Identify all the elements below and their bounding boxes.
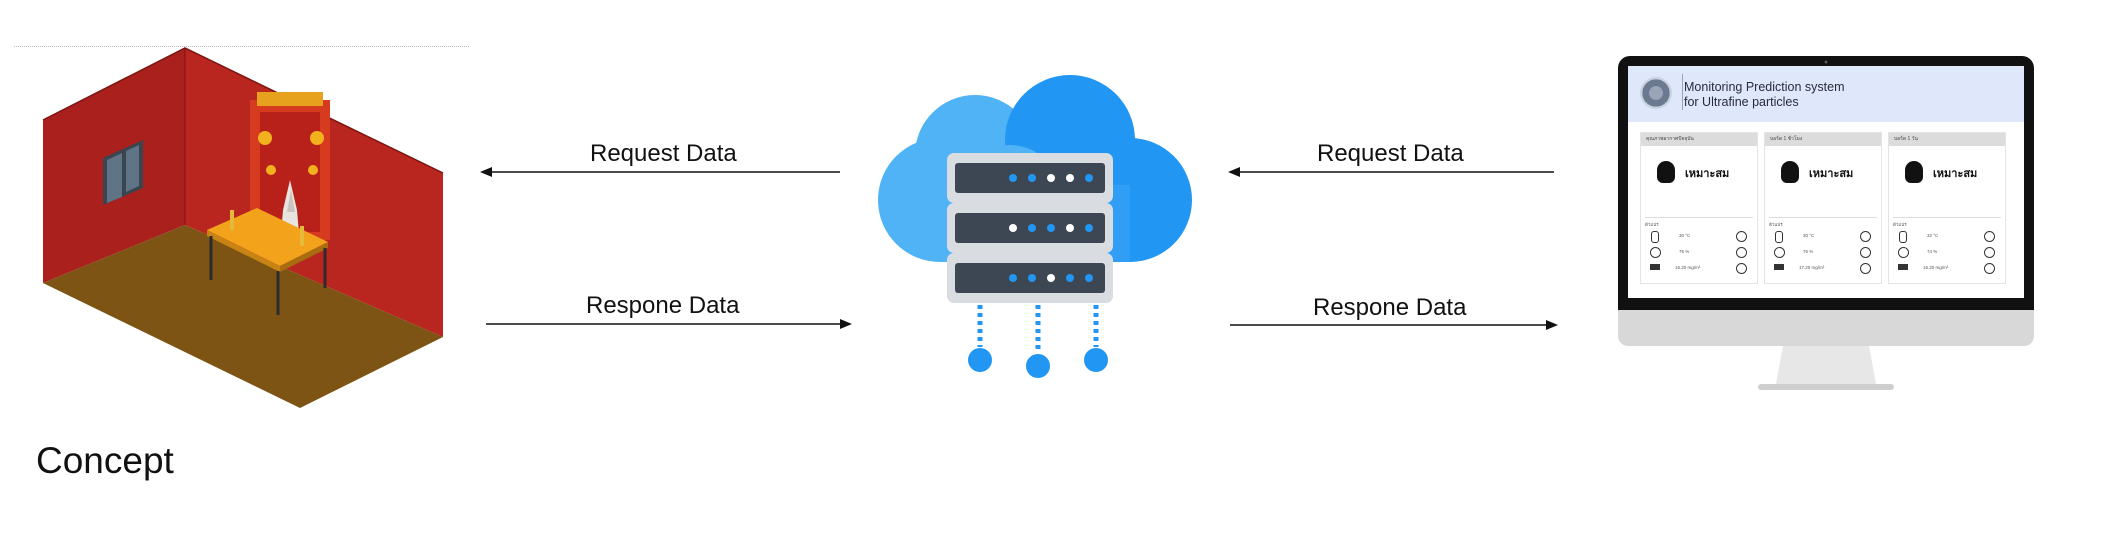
status-label: เหมาะสม xyxy=(1685,168,1730,180)
concept-caption: Concept xyxy=(36,440,174,481)
window xyxy=(103,140,143,205)
dashboard-title: Monitoring Prediction system for Ultrafi… xyxy=(1684,80,1845,109)
dashboard-cards: คุณภาพอากาศปัจจุบัน เหมาะสม ตัวแปร 30 °C… xyxy=(1640,132,2014,284)
pm-value: 16.20 mg/m³ xyxy=(1675,265,1701,270)
shrine-room-illustration xyxy=(42,47,444,408)
pm-value: 16.20 mg/m³ xyxy=(1923,265,1949,270)
cloud-server-icon xyxy=(878,75,1192,378)
metric-header: ตัวแปร xyxy=(1645,222,1659,227)
temp-value: 30 °C xyxy=(1803,233,1815,238)
right-response-label: Respone Data xyxy=(1313,294,1467,321)
left-arrows xyxy=(480,167,852,329)
guide-line xyxy=(14,46,469,47)
pm-icon xyxy=(1898,264,1908,270)
card-header: บอร์ด 1 วัน xyxy=(1889,133,2005,146)
humidity-icon xyxy=(1650,247,1661,258)
card-current: คุณภาพอากาศปัจจุบัน เหมาะสม ตัวแปร 30 °C… xyxy=(1640,132,1758,284)
card-header: บอร์ด 1 ชั่วโมง xyxy=(1765,133,1881,146)
thermometer-icon xyxy=(1651,231,1659,243)
right-request-label: Request Data xyxy=(1317,140,1464,167)
face-mask-icon xyxy=(1781,161,1799,183)
server-rack xyxy=(947,153,1113,303)
face-mask-icon xyxy=(1657,161,1675,183)
header-divider xyxy=(1682,74,1683,110)
metric-header: ตัวแปร xyxy=(1769,222,1783,227)
humidity-value: 75 % xyxy=(1679,249,1690,254)
desktop-monitor xyxy=(1618,56,2034,390)
temp-value: 30 °C xyxy=(1679,233,1691,238)
card-1-hour: บอร์ด 1 ชั่วโมง เหมาะสม ตัวแปร 30 °C 76 … xyxy=(1764,132,1882,284)
shrine-decoration xyxy=(250,92,330,245)
thermometer-icon xyxy=(1775,231,1783,243)
pm-icon xyxy=(1774,264,1784,270)
floor xyxy=(43,225,443,408)
pm-icon xyxy=(1650,264,1660,270)
humidity-icon xyxy=(1898,247,1909,258)
card-1-day: บอร์ด 1 วัน เหมาะสม ตัวแปร 32 °C 74 % 16… xyxy=(1888,132,2006,284)
left-request-label: Request Data xyxy=(590,140,737,167)
card-header: คุณภาพอากาศปัจจุบัน xyxy=(1641,133,1757,146)
metric-header: ตัวแปร xyxy=(1893,222,1907,227)
temp-value: 32 °C xyxy=(1927,233,1939,238)
humidity-value: 76 % xyxy=(1803,249,1814,254)
humidity-value: 74 % xyxy=(1927,249,1938,254)
network-connectors xyxy=(968,305,1108,378)
pm-value: 17.20 mg/m³ xyxy=(1799,265,1825,270)
right-arrows xyxy=(1228,167,1558,330)
thermometer-icon xyxy=(1899,231,1907,243)
altar-table xyxy=(207,208,328,315)
status-label: เหมาะสม xyxy=(1933,168,1978,180)
logo-icon xyxy=(1640,77,1672,109)
dashboard-header xyxy=(1628,66,2024,122)
humidity-icon xyxy=(1774,247,1785,258)
face-mask-icon xyxy=(1905,161,1923,183)
status-label: เหมาะสม xyxy=(1809,168,1854,180)
left-response-label: Respone Data xyxy=(586,292,740,319)
